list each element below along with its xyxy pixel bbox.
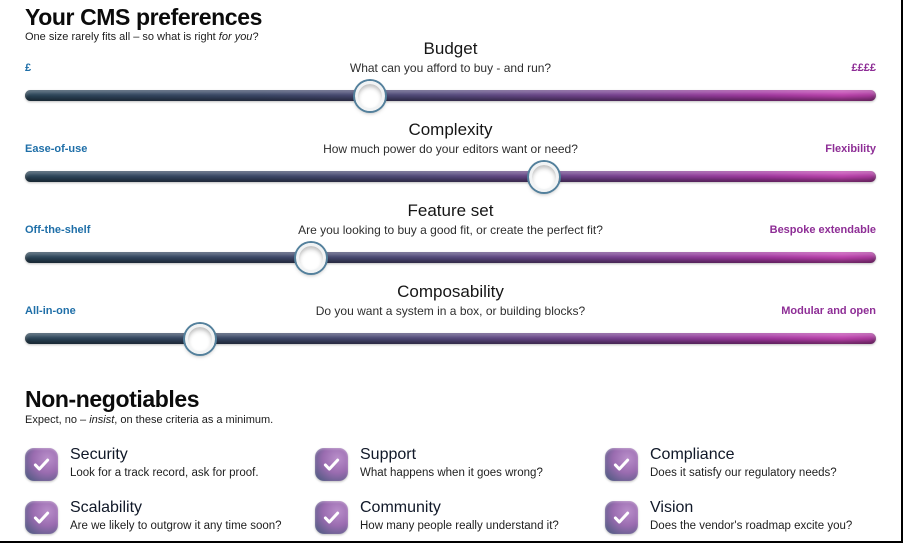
- slider-min-label: Ease-of-use: [25, 143, 88, 155]
- checkmark-icon: [31, 507, 52, 528]
- slider-group: All-in-one Composability Do you want a s…: [25, 281, 876, 354]
- checkmark-icon: [611, 507, 632, 528]
- checkbox-checked[interactable]: [315, 448, 348, 481]
- slider-group: £ Budget What can you afford to buy - an…: [25, 38, 876, 111]
- checklist-text: Support What happens when it goes wrong?: [360, 445, 543, 481]
- section-subtitle-text: Expect, no –: [25, 414, 90, 426]
- checklist-label: Scalability: [70, 499, 143, 516]
- slider-head: £ Budget What can you afford to buy - an…: [25, 38, 876, 76]
- section-title: Non-negotiables: [25, 386, 200, 412]
- checklist-item: Community How many people really underst…: [315, 498, 605, 538]
- checklist-item: Scalability Are we likely to outgrow it …: [25, 498, 315, 538]
- checklist-text: Vision Does the vendor's roadmap excite …: [650, 498, 852, 534]
- slider-max-label: Flexibility: [825, 143, 876, 155]
- checkmark-icon: [31, 454, 52, 475]
- slider-question: What can you afford to buy - and run?: [349, 61, 552, 75]
- slider-list: £ Budget What can you afford to buy - an…: [25, 38, 876, 354]
- checklist-label: Compliance: [650, 446, 735, 463]
- slider-title: Complexity: [408, 120, 493, 139]
- slider-track[interactable]: [25, 80, 876, 111]
- checklist-text: Community How many people really underst…: [360, 498, 559, 534]
- slider-thumb[interactable]: [354, 80, 385, 111]
- slider-max-label: Modular and open: [781, 305, 876, 317]
- page-subtitle-italic: for you: [218, 31, 253, 43]
- slider-min-label: All-in-one: [25, 305, 76, 317]
- section-subtitle: Expect, no – insist, on these criteria a…: [25, 413, 876, 427]
- checklist-label: Vision: [650, 499, 694, 516]
- checklist-item: Security Look for a track record, ask fo…: [25, 445, 315, 485]
- checkmark-icon: [321, 507, 342, 528]
- checkbox-checked[interactable]: [605, 448, 638, 481]
- slider-track[interactable]: [25, 161, 876, 192]
- checklist-description: Does it satisfy our regulatory needs?: [650, 467, 837, 479]
- slider-head: Off-the-shelf Feature set Are you lookin…: [25, 200, 876, 238]
- slider-title: Composability: [397, 282, 504, 301]
- section-subtitle-italic: insist: [89, 414, 115, 426]
- slider-track[interactable]: [25, 323, 876, 354]
- checklist-grid: Security Look for a track record, ask fo…: [25, 445, 876, 538]
- slider-center: Complexity How much power do your editor…: [195, 119, 706, 157]
- slider-min-label: Off-the-shelf: [25, 224, 91, 236]
- checklist-item: Compliance Does it satisfy our regulator…: [605, 445, 895, 485]
- slider-group: Ease-of-use Complexity How much power do…: [25, 119, 876, 192]
- slider-head: Ease-of-use Complexity How much power do…: [25, 119, 876, 157]
- page-subtitle-end: ?: [252, 31, 259, 43]
- checkmark-icon: [321, 454, 342, 475]
- slider-min-label: £: [25, 62, 32, 74]
- non-negotiables-section: Non-negotiables Expect, no – insist, on …: [0, 362, 901, 538]
- checkbox-checked[interactable]: [25, 501, 58, 534]
- slider-head: All-in-one Composability Do you want a s…: [25, 281, 876, 319]
- slider-center: Budget What can you afford to buy - and …: [195, 38, 706, 76]
- page-subtitle: One size rarely fits all – so what is ri…: [25, 30, 262, 44]
- slider-max-label: ££££: [851, 62, 876, 74]
- checklist-description: Does the vendor's roadmap excite you?: [650, 520, 853, 532]
- checklist-label: Security: [70, 446, 128, 463]
- checklist-label: Community: [360, 499, 441, 516]
- slider-title: Budget: [423, 39, 478, 58]
- slider-question: How much power do your editors want or n…: [323, 142, 578, 156]
- slider-group: Off-the-shelf Feature set Are you lookin…: [25, 200, 876, 273]
- page-header: Your CMS preferences One size rarely fit…: [25, 4, 262, 44]
- slider-center: Composability Do you want a system in a …: [195, 281, 706, 319]
- checklist-text: Scalability Are we likely to outgrow it …: [70, 498, 282, 534]
- checklist-text: Security Look for a track record, ask fo…: [70, 445, 259, 481]
- slider-track[interactable]: [25, 242, 876, 273]
- slider-question: Are you looking to buy a good fit, or cr…: [298, 223, 603, 237]
- checkbox-checked[interactable]: [605, 501, 638, 534]
- slider-title: Feature set: [407, 201, 494, 220]
- checkmark-icon: [611, 454, 632, 475]
- checklist-description: How many people really understand it?: [360, 520, 559, 532]
- checklist-description: What happens when it goes wrong?: [360, 467, 543, 479]
- page-subtitle-text: One size rarely fits all – so what is ri…: [25, 31, 219, 43]
- page-title: Your CMS preferences: [25, 4, 262, 30]
- checkbox-checked[interactable]: [25, 448, 58, 481]
- checklist-text: Compliance Does it satisfy our regulator…: [650, 445, 837, 481]
- slider-question: Do you want a system in a box, or buildi…: [315, 304, 586, 318]
- slider-thumb[interactable]: [529, 161, 560, 192]
- slider-center: Feature set Are you looking to buy a goo…: [195, 200, 706, 238]
- slider-max-label: Bespoke extendable: [769, 224, 876, 236]
- checklist-item: Vision Does the vendor's roadmap excite …: [605, 498, 895, 538]
- checklist-description: Are we likely to outgrow it any time soo…: [70, 520, 282, 532]
- slider-thumb[interactable]: [185, 323, 216, 354]
- section-subtitle-end: , on these criteria as a minimum.: [114, 414, 274, 426]
- checklist-label: Support: [360, 446, 417, 463]
- checklist-description: Look for a track record, ask for proof.: [70, 467, 259, 479]
- checklist-item: Support What happens when it goes wrong?: [315, 445, 605, 485]
- slider-thumb[interactable]: [295, 242, 326, 273]
- checkbox-checked[interactable]: [315, 501, 348, 534]
